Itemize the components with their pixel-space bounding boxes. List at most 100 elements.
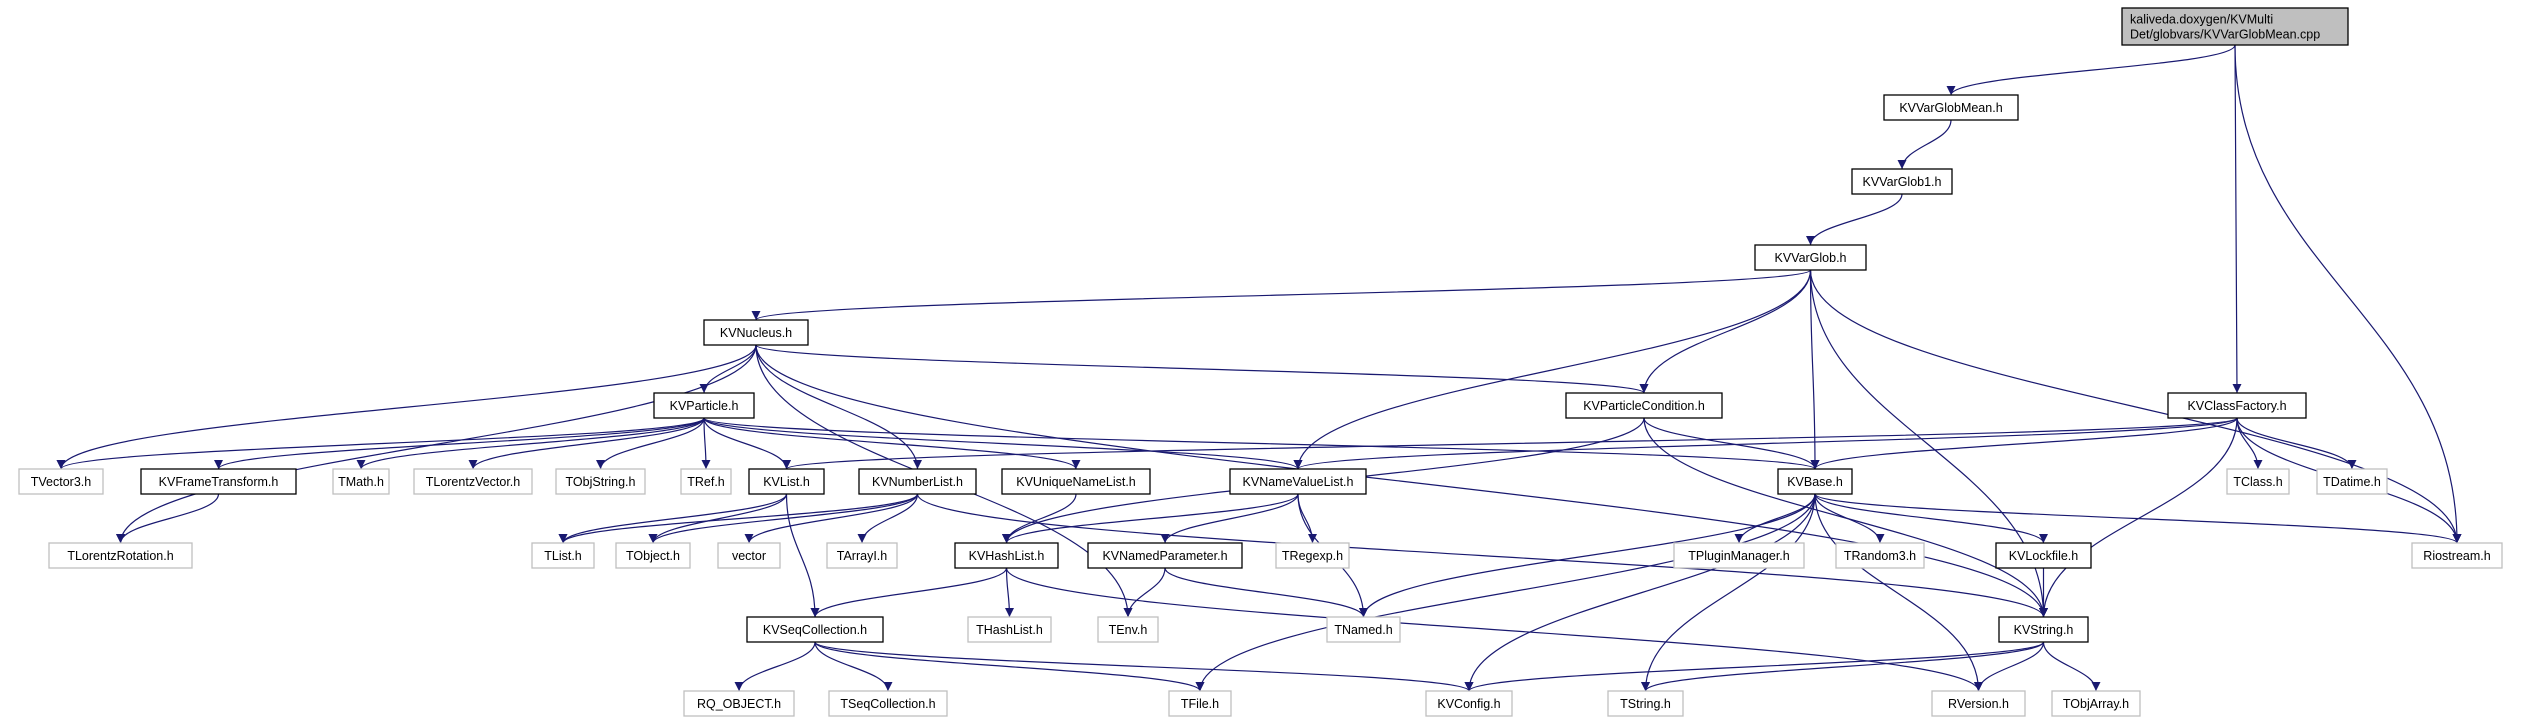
node-kvnumber-list[interactable]: KVNumberList.h (858, 468, 977, 495)
edge-kvparticle-to-tobj-string (596, 417, 705, 470)
node-tlist: TList.h (531, 542, 595, 569)
node-label: KVClassFactory.h (2187, 399, 2286, 413)
node-label: KVNamedParameter.h (1102, 549, 1227, 563)
edge-kvframe-transform-to-tlorentz-rotation (116, 493, 220, 544)
node-label: TLorentzRotation.h (67, 549, 173, 563)
node-kvvar-glob[interactable]: KVVarGlob.h (1754, 244, 1867, 271)
node-tenv: TEnv.h (1097, 616, 1159, 643)
node-label: RQ_OBJECT.h (697, 697, 781, 711)
node-box (746, 616, 884, 643)
edge-kvvar-glob-to-kvnucleus (751, 269, 1812, 321)
edge-kvvar-glob-to-kvname-value-list (1293, 269, 1812, 470)
node-kvlist[interactable]: KVList.h (748, 468, 825, 495)
edge-kvnucleus-to-kvstring (755, 344, 2048, 618)
node-label: TArrayI.h (837, 549, 888, 563)
edge-kvparticle-to-kvunique-name-list (703, 417, 1081, 470)
node-tplugin-manager: TPluginManager.h (1673, 542, 1805, 569)
node-kvframe-transform[interactable]: KVFrameTransform.h (140, 468, 297, 495)
node-label: TEnv.h (1109, 623, 1148, 637)
node-label: TString.h (1620, 697, 1671, 711)
node-label: TFile.h (1181, 697, 1219, 711)
edge-kvname-value-list-to-kvnamed-parameter (1160, 493, 1299, 544)
node-trandom3: TRandom3.h (1835, 542, 1925, 569)
edge-kvnumber-list-to-vector (744, 493, 919, 544)
node-tdatime: TDatime.h (2316, 468, 2388, 495)
root-file-node[interactable]: kaliveda.doxygen/KVMultiDet/globvars/KVV… (2121, 7, 2349, 46)
node-box (1229, 468, 1367, 495)
node-box (1777, 468, 1853, 495)
edge-kvbase-to-tnamed (1359, 493, 1816, 618)
node-vector: vector (717, 542, 781, 569)
edge-kvnucleus-to-kvparticle (699, 344, 757, 394)
node-kvvar-glob-mean[interactable]: KVVarGlobMean.h (1883, 94, 2019, 121)
node-tseq-collection: TSeqCollection.h (828, 690, 948, 717)
edge-kvseq-collection-to-kvconfig (814, 641, 1474, 692)
node-tvector3: TVector3.h (18, 468, 104, 495)
edge-kvstring-to-tobj-array (2042, 641, 2101, 692)
node-box (1673, 542, 1805, 569)
node-box (1087, 542, 1243, 569)
node-box (48, 542, 193, 569)
node-kvparticle[interactable]: KVParticle.h (653, 392, 755, 419)
node-box (615, 542, 691, 569)
node-tarray-i: TArrayI.h (826, 542, 898, 569)
edge-kvnamed-parameter-to-tnamed (1164, 567, 1368, 618)
edge-kvnucleus-to-kvparticle-condition (755, 344, 1649, 394)
node-label: kaliveda.doxygen/KVMulti (2130, 13, 2273, 27)
node-box (826, 542, 898, 569)
node-box (1326, 616, 1401, 643)
edge-kvnumber-list-to-tlist (558, 493, 919, 544)
node-kvunique-name-list[interactable]: KVUniqueNameList.h (1001, 468, 1151, 495)
node-box (1097, 616, 1159, 643)
node-box (703, 319, 809, 346)
node-kvbase[interactable]: KVBase.h (1777, 468, 1853, 495)
edge-kvbase-to-kvconfig (1464, 493, 1816, 692)
node-box (2167, 392, 2307, 419)
node-box (1001, 468, 1151, 495)
node-kvnucleus[interactable]: KVNucleus.h (703, 319, 809, 346)
node-kvnamed-parameter[interactable]: KVNamedParameter.h (1087, 542, 1243, 569)
node-box (1998, 616, 2089, 643)
node-label: KVSeqCollection.h (763, 623, 867, 637)
node-tobj-array: TObjArray.h (2051, 690, 2141, 717)
edge-kvnucleus-to-kvnumber-list (755, 344, 922, 470)
node-label: TLorentzVector.h (426, 475, 521, 489)
node-label: KVVarGlobMean.h (1899, 101, 2002, 115)
edge-kvbase-to-tplugin-manager (1734, 493, 1816, 544)
node-label: vector (732, 549, 766, 563)
node-box (1275, 542, 1350, 569)
node-label: KVLockfile.h (2009, 549, 2079, 563)
edge-kvclass-factory-to-kvname-value-list (1293, 417, 2238, 470)
node-kvclass-factory[interactable]: KVClassFactory.h (2167, 392, 2307, 419)
node-box (531, 542, 595, 569)
node-tlorentz-vector: TLorentzVector.h (413, 468, 533, 495)
node-label: TDatime.h (2323, 475, 2381, 489)
edge-kvbase-to-rversion (1814, 493, 1983, 692)
node-label: TRandom3.h (1844, 549, 1916, 563)
node-kvhash-list[interactable]: KVHashList.h (954, 542, 1059, 569)
node-box (2051, 690, 2141, 717)
node-box (1995, 542, 2092, 569)
node-kvseq-collection[interactable]: KVSeqCollection.h (746, 616, 884, 643)
node-label: KVNameValueList.h (1243, 475, 1354, 489)
node-kvparticle-condition[interactable]: KVParticleCondition.h (1565, 392, 1723, 419)
node-box (413, 468, 533, 495)
node-box (140, 468, 297, 495)
node-tobject: TObject.h (615, 542, 691, 569)
node-label: TObjArray.h (2063, 697, 2129, 711)
node-label: TNamed.h (1334, 623, 1392, 637)
edge-kvvar-glob1-to-kvvar-glob (1806, 193, 1903, 246)
node-label: TSeqCollection.h (840, 697, 935, 711)
node-label: TMath.h (338, 475, 384, 489)
edge-kvparticle-to-kvbase (703, 417, 1820, 470)
node-tnamed: TNamed.h (1326, 616, 1401, 643)
node-label: RVersion.h (1948, 697, 2009, 711)
node-kvname-value-list[interactable]: KVNameValueList.h (1229, 468, 1367, 495)
node-kvlockfile[interactable]: KVLockfile.h (1995, 542, 2092, 569)
edge-kvnumber-list-to-tobject (648, 493, 919, 544)
node-kvstring[interactable]: KVString.h (1998, 616, 2089, 643)
edge-kvparticle-condition-to-kvbase (1643, 417, 1820, 470)
node-kvvar-glob1[interactable]: KVVarGlob1.h (1851, 168, 1953, 195)
node-box (2316, 468, 2388, 495)
